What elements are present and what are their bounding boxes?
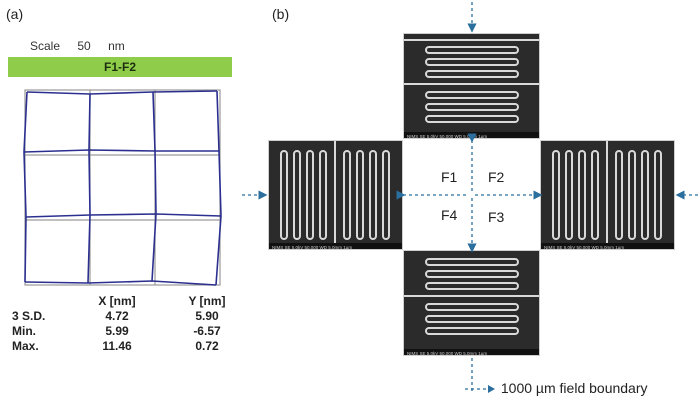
y-value: 5.90	[195, 309, 219, 323]
table-row: Max. 11.46 0.72	[12, 339, 252, 354]
sem-caption: NIMS SE 5.0kV 50,000 WD 5.0mm 1µm	[544, 245, 624, 250]
sem-caption: NIMS SE 5.0kV 50,000 WD 5.0mm 1µm	[272, 245, 352, 250]
measured-grid	[23, 90, 222, 286]
x-value: 5.99	[105, 324, 129, 338]
row-label: Min.	[12, 324, 36, 338]
scale-value: 50	[77, 39, 91, 53]
panel-a-label: (a)	[6, 6, 24, 22]
scale-label: Scale	[30, 39, 61, 53]
stitching-stats-table: X [nm] Y [nm] 3 S.D. 4.72 5.90 Min. 5.99…	[12, 294, 252, 354]
y-value: 0.72	[195, 339, 219, 353]
scale-unit: nm	[108, 39, 125, 53]
header-y: Y [nm]	[188, 294, 226, 308]
row-label: Max.	[12, 339, 39, 353]
x-value: 4.72	[105, 309, 129, 323]
sem-image-top: NIMS SE 5.0kV 50,000 WD 5.0mm 1µm	[403, 33, 540, 139]
sem-image-right: NIMS SE 5.0kV 50,000 WD 5.0mm 1µm	[540, 140, 675, 250]
legend-text: 1000 µm field boundary	[500, 380, 648, 396]
field-label-f3: F3	[488, 209, 505, 225]
stitching-distortion-grid	[23, 89, 222, 286]
field-label-f1: F1	[441, 169, 458, 185]
legend: 1000 µm field boundary	[463, 380, 648, 396]
x-value: 11.46	[102, 339, 132, 353]
table-row: 3 S.D. 4.72 5.90	[12, 309, 252, 324]
field-label-f4: F4	[441, 207, 458, 223]
sem-caption: NIMS SE 5.0kV 50,000 WD 5.0mm 1µm	[407, 134, 487, 139]
sem-image-left: NIMS SE 5.0kV 50,000 WD 5.0mm 1µm	[268, 140, 403, 250]
header-x: X [nm]	[98, 294, 136, 308]
field-pair-title: F1-F2	[8, 57, 232, 77]
sem-caption: NIMS SE 5.0kV 50,000 WD 5.0mm 1µm	[407, 351, 487, 356]
dashed-arrow-icon	[465, 385, 495, 394]
y-value: -6.57	[193, 324, 221, 338]
row-label: 3 S.D.	[12, 309, 46, 323]
scale-readout: Scale 50 nm	[30, 39, 139, 53]
panel-b-label: (b)	[272, 6, 290, 22]
table-row: Min. 5.99 -6.57	[12, 324, 252, 339]
field-label-f2: F2	[488, 169, 505, 185]
